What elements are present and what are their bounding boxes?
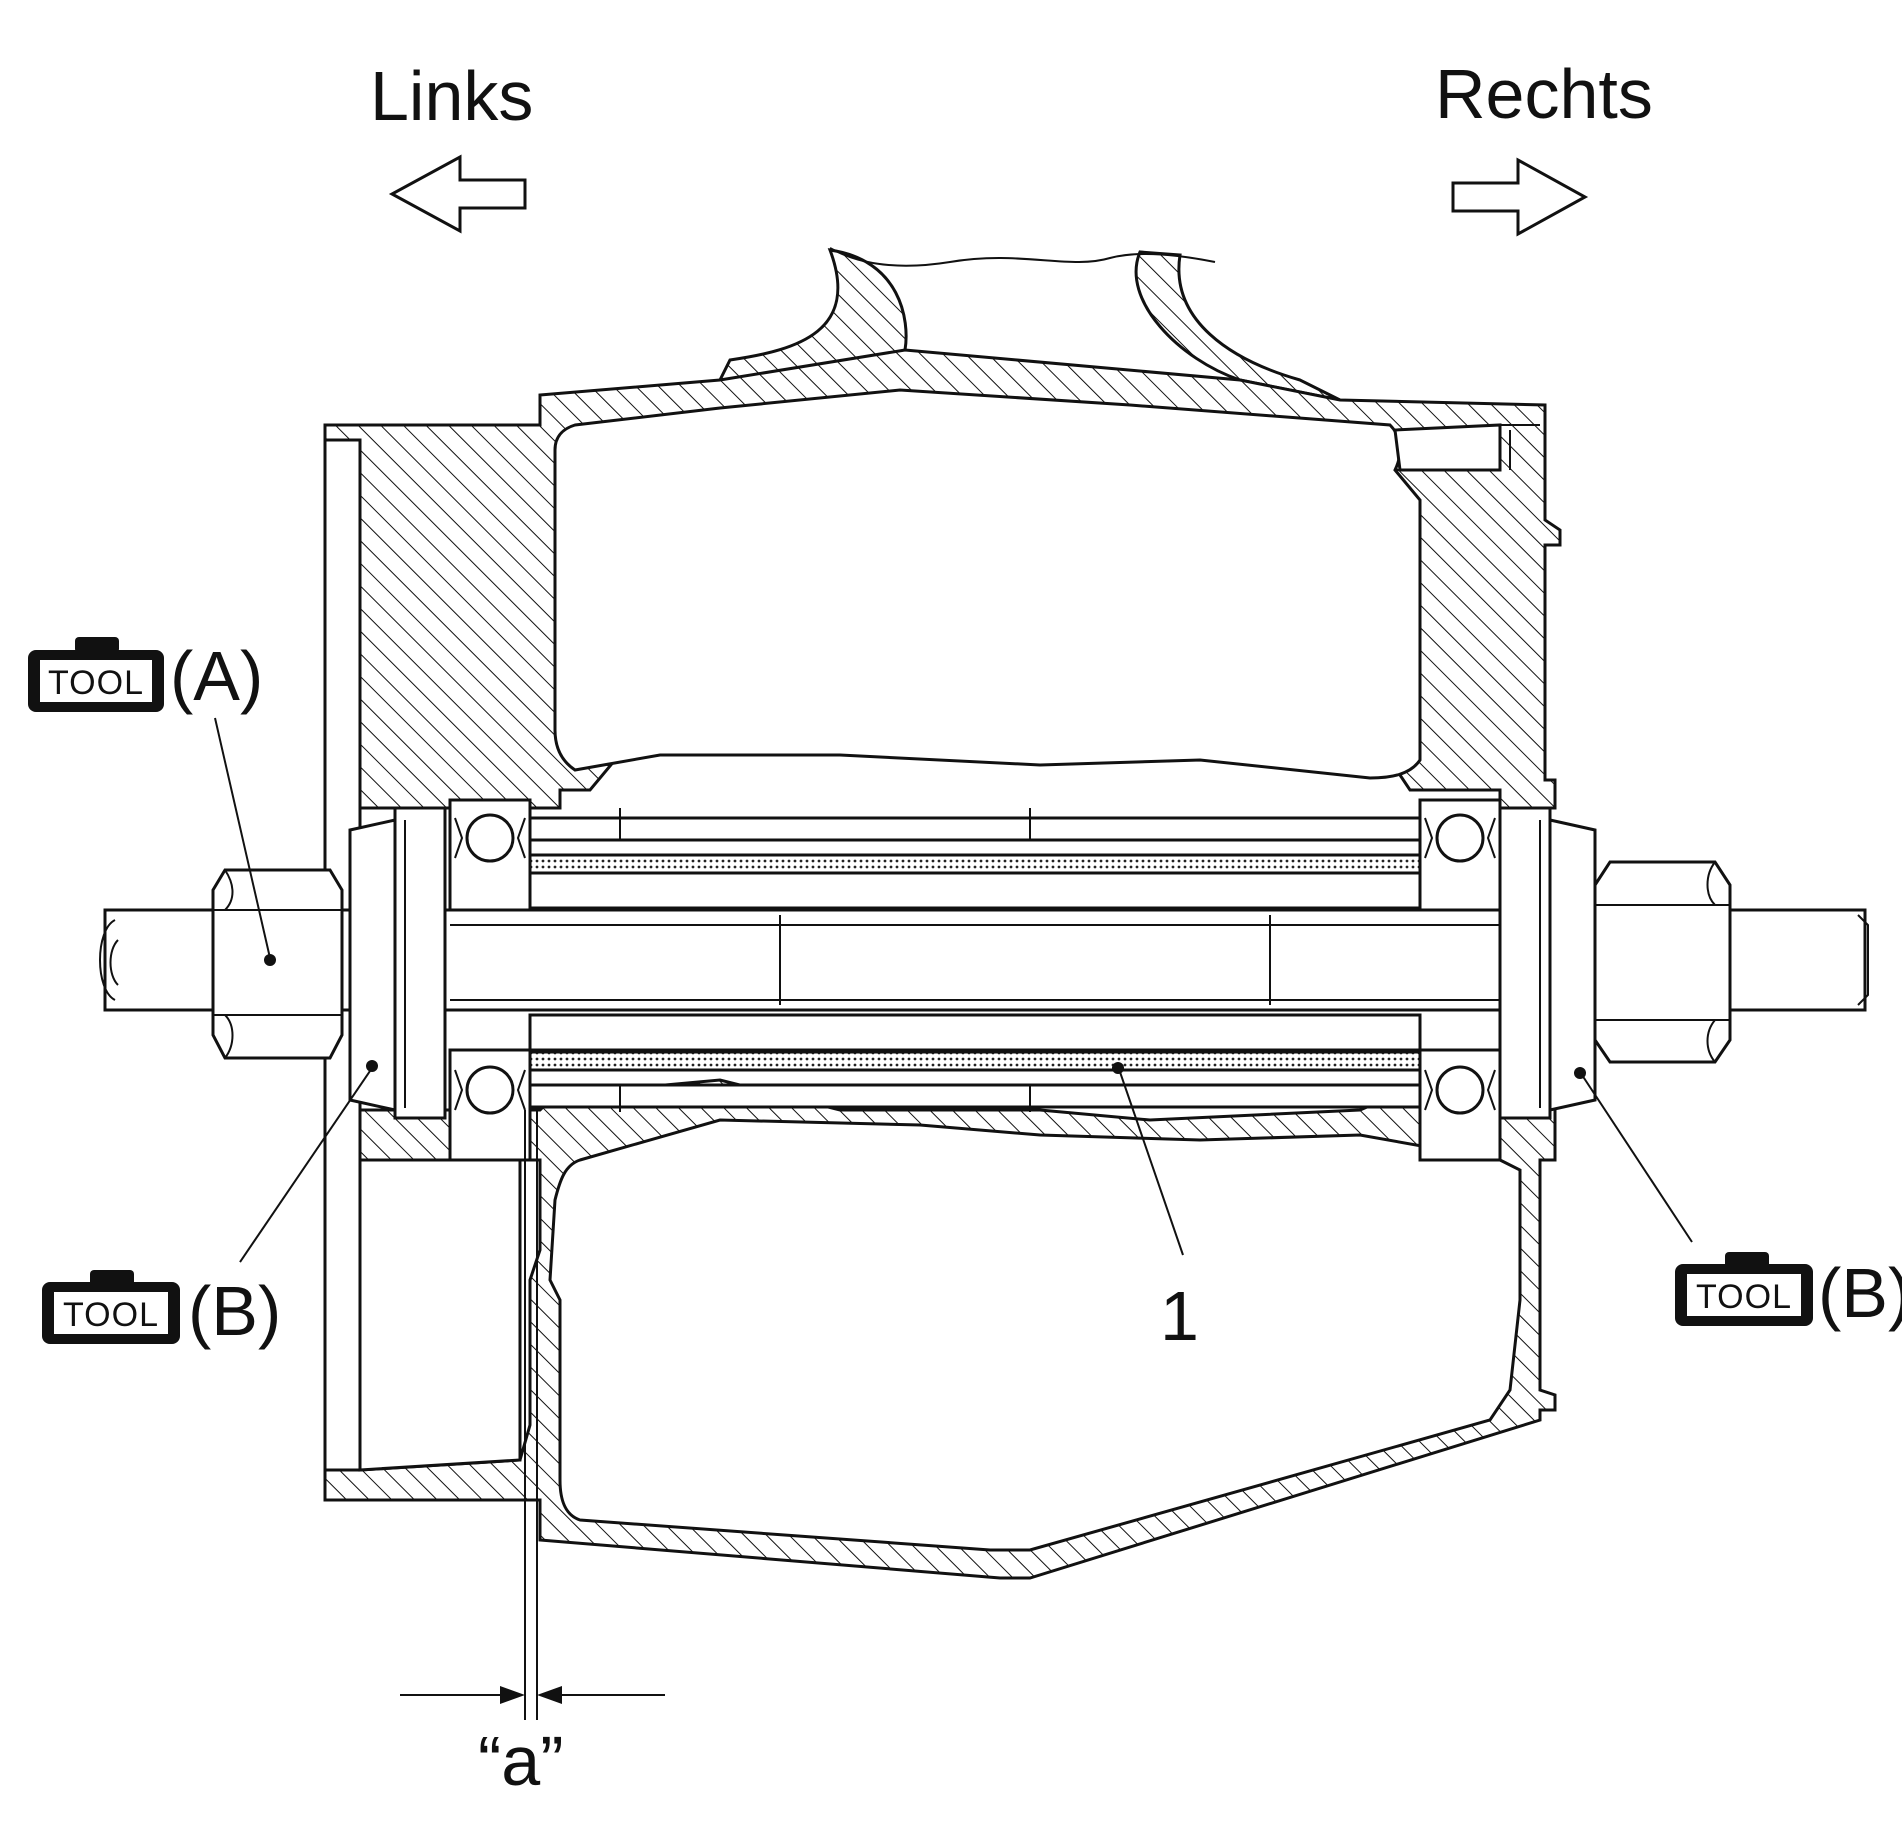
tool-b-left-label: (B) bbox=[188, 1272, 281, 1350]
tube-lower-inner bbox=[528, 1013, 1422, 1052]
housing-upper-cavity bbox=[553, 388, 1422, 780]
right-washer bbox=[1548, 818, 1597, 1112]
bearing-ball-right-lower bbox=[1435, 1065, 1485, 1115]
tube-upper-inner bbox=[528, 871, 1422, 910]
housing-top-break bbox=[717, 247, 1341, 402]
tube-upper-outer bbox=[528, 816, 1422, 842]
bearing-ball-left-lower bbox=[465, 1065, 515, 1115]
tube-lower-outer bbox=[528, 1083, 1422, 1109]
left-arrow-icon bbox=[388, 154, 527, 234]
left-press-plate bbox=[393, 806, 447, 1120]
lower-left-cone bbox=[358, 1158, 522, 1472]
tool-badge-b-right-text: TOOL bbox=[1696, 1278, 1792, 1316]
direction-right-label: Rechts bbox=[1435, 55, 1653, 133]
tool-badge-b-left-text: TOOL bbox=[63, 1296, 159, 1334]
tool-badge-b-left: TOOL bbox=[42, 1270, 180, 1344]
toolbox-icon bbox=[75, 637, 119, 653]
leader-tool-b-right bbox=[1581, 1074, 1693, 1243]
right-nut bbox=[1593, 860, 1732, 1064]
tool-badge-b-right: TOOL bbox=[1675, 1252, 1813, 1326]
tool-badge-a-text: TOOL bbox=[48, 664, 144, 702]
leader-tool-b-left bbox=[239, 1067, 373, 1263]
housing-lower-cavity bbox=[548, 1118, 1522, 1552]
bearing-ball-right-upper bbox=[1435, 813, 1485, 863]
right-press-plate bbox=[1498, 806, 1552, 1120]
sleeve-lower-dotted bbox=[528, 1050, 1422, 1072]
leader-tool-a bbox=[214, 717, 271, 959]
upper-right-flange bbox=[1393, 423, 1502, 472]
dimension-a-indicator bbox=[400, 1110, 665, 1720]
bearing-ball-left-upper bbox=[465, 813, 515, 863]
sleeve-upper-dotted bbox=[528, 853, 1422, 875]
dimension-a-label: “a” bbox=[478, 1722, 564, 1800]
leader-part-1 bbox=[1119, 1071, 1184, 1256]
tool-badge-a: TOOL bbox=[28, 637, 164, 712]
tool-a-label: (A) bbox=[170, 637, 263, 715]
right-arrow-icon bbox=[1451, 157, 1589, 237]
direction-left-label: Links bbox=[370, 57, 533, 135]
tool-b-right-label: (B) bbox=[1818, 1254, 1902, 1332]
left-nut bbox=[211, 868, 344, 1060]
part-1-label: 1 bbox=[1160, 1277, 1199, 1355]
